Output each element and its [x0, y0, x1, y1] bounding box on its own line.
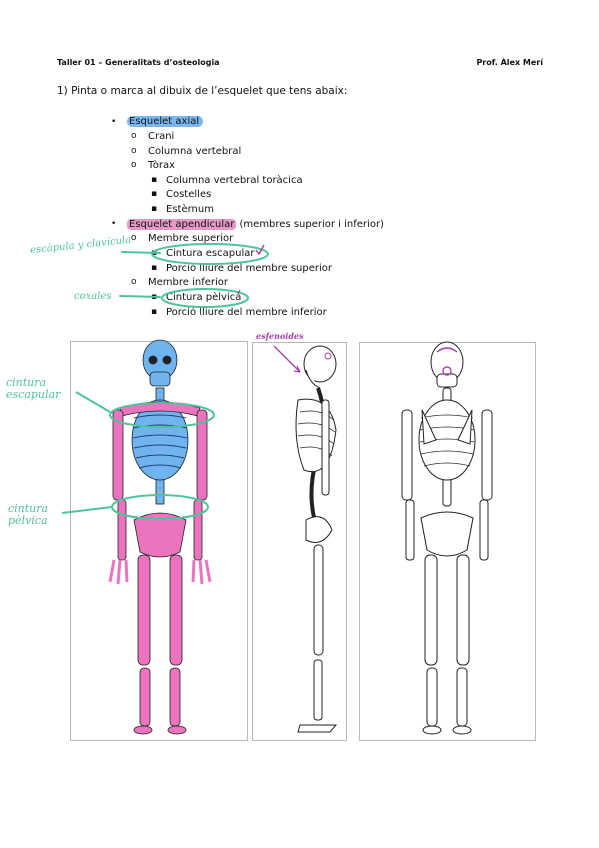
- skeleton-lateral: [295, 345, 338, 733]
- circle-cintura-escapular: [151, 243, 269, 265]
- skeleton-front-colored: [108, 339, 212, 735]
- bullet-square: ▪: [151, 307, 158, 317]
- item-crani: Crani: [148, 131, 175, 142]
- apendicular-suffix: (membres superior i inferior): [236, 219, 384, 230]
- bullet-circle: o: [131, 233, 137, 243]
- item-membre-inferior: Membre inferior: [148, 277, 228, 288]
- bullet-square: ▪: [151, 189, 158, 199]
- lateral-purple-marks: [273, 345, 301, 373]
- item-col-toracica: Columna vertebral toràcica: [166, 175, 303, 186]
- note-cintura-pelvica: cintura pèlvica: [8, 502, 49, 527]
- check-mark-2: [237, 289, 241, 295]
- note-cintura-escapular: cintura escapular: [6, 376, 61, 401]
- bullet-circle: o: [131, 160, 137, 170]
- item-membre-superior: Membre superior: [148, 233, 234, 244]
- bullet-circle: o: [131, 146, 137, 156]
- question-text: 1) Pinta o marca al dibuix de l’esquelet…: [57, 85, 348, 97]
- axial-highlight: Esquelet axial: [127, 116, 204, 127]
- item-porcio-superior: Porció lliure del membre superior: [166, 263, 332, 274]
- item-torax: Tòrax: [148, 160, 176, 171]
- front-annotation-ellipses: [61, 391, 215, 520]
- arrow-escapula: [121, 251, 161, 254]
- bullet-circle: o: [131, 277, 137, 287]
- item-esquelet-axial: Esquelet axial: [127, 116, 204, 128]
- circle-cintura-pelvica: [161, 288, 249, 308]
- item-costelles: Costelles: [166, 189, 212, 200]
- note-coxales: coxales: [74, 291, 112, 302]
- note-side-a: esfenoides: [256, 331, 304, 341]
- item-cintura-pelvica: Cintura pèlvica: [166, 292, 242, 303]
- bullet-dot: •: [111, 219, 117, 229]
- skeleton-posterior: [401, 341, 493, 735]
- header-right: Prof. Àlex Merí: [476, 58, 543, 67]
- bullet-square: ▪: [151, 175, 158, 185]
- header-left: Taller 01 – Generalitats d’osteologia: [57, 58, 220, 67]
- bullet-dot: •: [111, 117, 117, 127]
- item-esquelet-apendicular: Esquelet apendicular (membres superior i…: [127, 219, 384, 231]
- check-mark-1: [255, 244, 265, 256]
- item-porcio-inferior: Porció lliure del membre inferior: [166, 307, 327, 318]
- bullet-circle: o: [131, 131, 137, 141]
- bullet-square: ▪: [151, 263, 158, 273]
- item-columna: Columna vertebral: [148, 146, 242, 157]
- arrow-coxales: [119, 295, 161, 298]
- bullet-square: ▪: [151, 204, 158, 214]
- apendicular-highlight: Esquelet apendicular: [127, 219, 237, 230]
- item-esternum: Estèrnum: [166, 204, 214, 215]
- item-cintura-escapular: Cintura escapular: [166, 248, 255, 259]
- posterior-purple-marks: [436, 347, 458, 376]
